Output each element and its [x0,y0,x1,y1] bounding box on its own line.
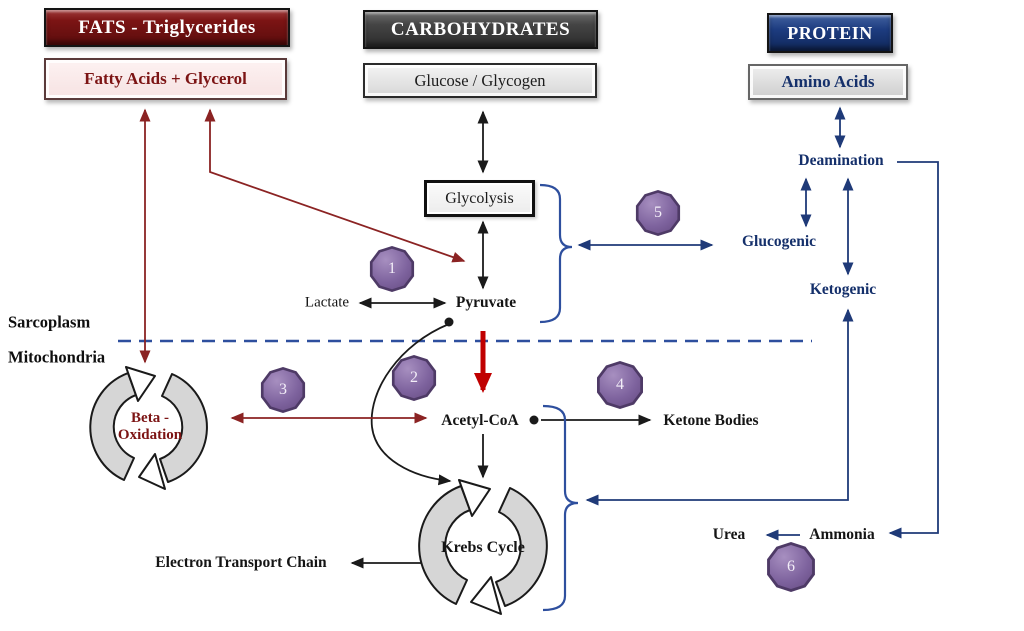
pyruvate-junction-dot [444,317,454,327]
krebs-cycle-icon [418,479,548,615]
step-marker-3-face: 3 [263,369,303,411]
electron-transport-chain-label: Electron Transport Chain [155,554,327,572]
beta-oxidation-line2: Oxidation [117,427,183,443]
ketone-bodies-label: Ketone Bodies [663,412,759,430]
step-marker-6: 6 [767,542,815,592]
fats-title-box: FATS - Triglycerides [44,8,290,47]
step-marker-5-number: 5 [653,203,662,221]
beta-oxidation-cycle-icon [89,366,208,490]
amino-acids-box: Amino Acids [748,64,908,100]
arrow-ketogenic-krebsgroup [585,308,854,506]
braces [539,183,579,612]
protein-title-box: PROTEIN [767,13,893,53]
maroon-arrows [139,108,466,424]
step-marker-2-number: 2 [409,368,418,386]
glucose-glycogen-box: Glucose / Glycogen [363,63,597,98]
brace-glycolysis-pyruvate [539,183,573,324]
beta-oxidation-label: Beta - Oxidation [118,410,182,445]
krebs-cycle-label: Krebs Cycle [441,538,525,556]
carbohydrates-title-box: CARBOHYDRATES [363,10,598,49]
arrow-deamination-ammonia [888,161,939,539]
step-marker-2-face: 2 [394,357,434,399]
urea-label: Urea [712,526,746,544]
deamination-label: Deamination [798,152,884,170]
arrow-glycerol-pyruvate [204,108,466,263]
step-marker-4-number: 4 [616,376,624,393]
mitochondria-label: Mitochondria [8,347,106,367]
ketogenic-label: Ketogenic [809,281,877,299]
step-marker-1-face: 1 [372,248,412,290]
acetyl-coa-label: Acetyl-CoA [441,412,519,430]
step-marker-1-number: 1 [387,259,396,277]
fatty-acids-box: Fatty Acids + Glycerol [44,58,287,100]
step-marker-6-face: 6 [769,545,813,589]
ammonia-label: Ammonia [809,526,875,544]
step-marker-5-face: 5 [638,192,678,234]
step-marker-5: 5 [635,189,681,237]
glucogenic-label: Glucogenic [741,233,817,251]
step-marker-2: 2 [391,354,437,402]
beta-oxidation-line1: Beta - [131,409,169,426]
brace-acetylcoa-krebs [542,404,579,612]
step-marker-3: 3 [260,366,306,414]
glycolysis-box: Glycolysis [424,180,535,217]
arrow-pyruvate-krebs-curve [370,323,452,486]
sarcoplasm-label: Sarcoplasm [8,312,91,332]
step-marker-6-number: 6 [787,558,795,575]
acetylcoa-junction-dot [529,415,539,425]
navy-arrows [577,106,939,541]
step-marker-3-number: 3 [278,380,287,398]
step-marker-4-face: 4 [599,363,641,407]
pyruvate-label: Pyruvate [455,294,517,312]
lactate-label: Lactate [304,294,350,311]
